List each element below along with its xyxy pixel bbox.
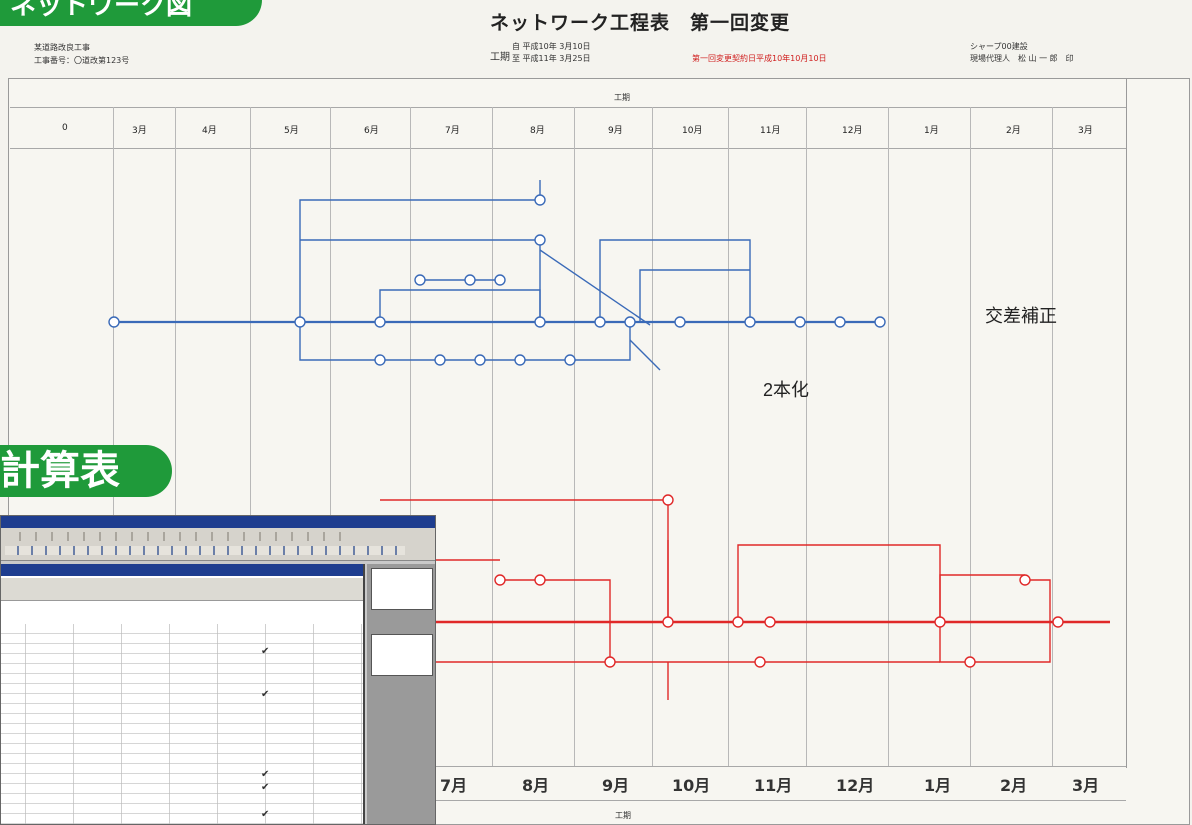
month-label: 2月 bbox=[1000, 776, 1028, 795]
grid-line bbox=[1052, 107, 1053, 767]
period-to: 至 平成11年 3月25日 bbox=[512, 54, 591, 63]
month-label: 0 bbox=[62, 123, 68, 133]
month-label: 5月 bbox=[284, 126, 299, 136]
spreadsheet-window[interactable]: ✔ ✔ ✔ ✔ ✔ ✔ bbox=[0, 515, 436, 825]
formula-bar[interactable] bbox=[5, 546, 405, 555]
month-label: 4月 bbox=[202, 126, 217, 136]
page-title: ネットワーク工程表 第一回変更 bbox=[490, 12, 791, 34]
month-label: 1月 bbox=[924, 776, 952, 795]
grid-line bbox=[888, 107, 889, 767]
month-label: 9月 bbox=[608, 126, 623, 136]
blue-network-diagram bbox=[108, 180, 886, 371]
month-label: 3月 bbox=[1078, 126, 1093, 136]
month-label: 3月 bbox=[132, 126, 147, 136]
month-label: 2月 bbox=[1006, 126, 1021, 136]
annotation-kousa: 交差補正 bbox=[985, 306, 1057, 326]
grid-line bbox=[574, 107, 575, 767]
month-label: 8月 bbox=[522, 776, 550, 795]
month-label: 10月 bbox=[672, 776, 711, 795]
check-mark: ✔ bbox=[261, 809, 270, 820]
sheet-titlebar[interactable] bbox=[1, 564, 363, 576]
annotation-nihonka: 2本化 bbox=[763, 380, 810, 400]
grid-line bbox=[652, 107, 653, 767]
sheet-view[interactable]: ✔ ✔ ✔ ✔ ✔ ✔ bbox=[1, 564, 365, 824]
month-label: 7月 bbox=[445, 126, 460, 136]
month-label: 11月 bbox=[754, 776, 793, 795]
panel-box[interactable] bbox=[371, 634, 433, 676]
grid-line bbox=[728, 107, 729, 767]
month-label: 12月 bbox=[842, 126, 863, 136]
bottom-axis-footer: 工期 bbox=[615, 811, 631, 820]
month-label: 7月 bbox=[440, 776, 468, 795]
period-from: 自 平成10年 3月10日 bbox=[512, 42, 591, 51]
toolbar-icons[interactable] bbox=[5, 532, 345, 541]
month-label: 9月 bbox=[602, 776, 630, 795]
company-name: シャープ00建設 bbox=[970, 42, 1028, 51]
month-label: 12月 bbox=[836, 776, 875, 795]
month-label: 10月 bbox=[682, 126, 703, 136]
month-label: 11月 bbox=[760, 126, 781, 136]
grid-line bbox=[806, 107, 807, 767]
month-label: 6月 bbox=[364, 126, 379, 136]
panel-box[interactable] bbox=[371, 568, 433, 610]
column-header-row bbox=[1, 578, 363, 601]
site-agent: 現場代理人 松 山 一 郎 印 bbox=[970, 54, 1074, 63]
grid-line bbox=[250, 107, 251, 767]
grid-line bbox=[10, 148, 1126, 149]
check-mark: ✔ bbox=[261, 769, 270, 780]
grid-line bbox=[492, 107, 493, 767]
network-diagram-label: ネットワーク図 bbox=[0, 0, 262, 26]
month-label: 3月 bbox=[1072, 776, 1100, 795]
month-label: 8月 bbox=[530, 126, 545, 136]
project-number: 工事番号：〇道改第123号 bbox=[34, 56, 130, 65]
grid-line bbox=[436, 766, 1126, 767]
change-note: 第一回変更契約日平成10年10月10日 bbox=[692, 54, 827, 63]
grid-line bbox=[410, 107, 411, 767]
cell-rows bbox=[1, 624, 363, 824]
check-mark: ✔ bbox=[261, 646, 270, 657]
project-name: 某道路改良工事 bbox=[34, 43, 90, 52]
side-panel[interactable] bbox=[367, 564, 435, 824]
grid-line bbox=[330, 107, 331, 767]
window-titlebar[interactable] bbox=[1, 516, 435, 528]
check-mark: ✔ bbox=[261, 689, 270, 700]
grid-line bbox=[10, 107, 1126, 108]
grid-line bbox=[113, 107, 114, 767]
period-label: 工期 bbox=[490, 52, 510, 63]
window-toolbar[interactable] bbox=[1, 528, 435, 561]
check-mark: ✔ bbox=[261, 782, 270, 793]
top-axis-header: 工期 bbox=[614, 93, 630, 102]
grid-line bbox=[436, 800, 1126, 801]
grid-line bbox=[970, 107, 971, 767]
grid-line bbox=[1126, 78, 1127, 768]
quantity-calculation-label: 量計算表 bbox=[0, 445, 172, 497]
month-label: 1月 bbox=[924, 126, 939, 136]
grid-line bbox=[175, 107, 176, 767]
